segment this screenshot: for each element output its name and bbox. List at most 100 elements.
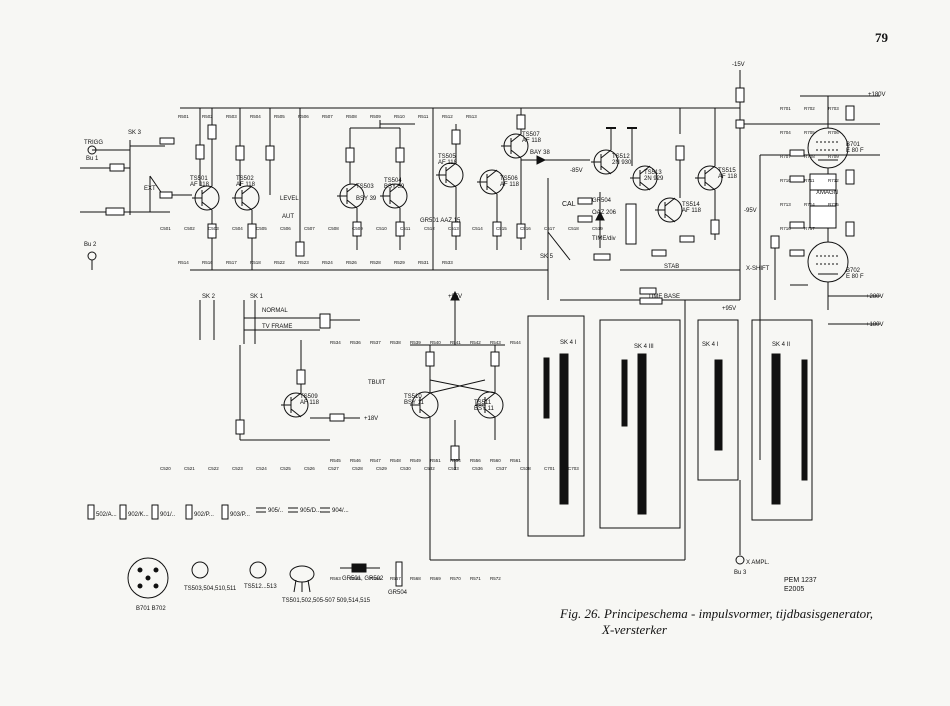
ref-c533: C533 — [448, 466, 459, 471]
drawing-reference: PEM 1237 E2005 — [784, 576, 817, 594]
label-ts506: TS506 — [500, 176, 518, 182]
sk4-wafer-1b[interactable] — [697, 319, 739, 481]
ref-r556: R556 — [470, 458, 481, 463]
label-ts505: TS505 — [438, 154, 456, 160]
label-ts510: TS510 — [404, 394, 422, 400]
svg-text:+180V: +180V — [866, 322, 884, 328]
ref-r526: R526 — [346, 260, 357, 265]
input-section — [80, 137, 192, 270]
x-ampl-connector[interactable] — [735, 555, 745, 565]
sk4-wafer-1[interactable] — [527, 315, 585, 537]
ref-c506: C506 — [280, 226, 291, 231]
ref-r713: R713 — [780, 202, 791, 207]
ref-r704: R704 — [780, 130, 791, 135]
ref-r714: R714 — [804, 202, 815, 207]
ref-r569: R569 — [430, 576, 441, 581]
ref-code-2: E2005 — [784, 586, 805, 593]
ref-c517: C517 — [544, 226, 555, 231]
ref-r516: R516 — [202, 260, 213, 265]
label-sk1: SK 1 — [250, 294, 264, 300]
ref-c514: C514 — [472, 226, 483, 231]
svg-text:905/D...: 905/D... — [300, 508, 321, 514]
ref-r547: R547 — [370, 458, 381, 463]
ref-r522: R522 — [274, 260, 285, 265]
ref-r563: R563 — [330, 576, 341, 581]
ref-c529: C529 — [376, 466, 387, 471]
sk4-switch-wafers — [527, 315, 813, 565]
ref-r708: R708 — [804, 154, 815, 159]
ref-r523: R523 — [298, 260, 309, 265]
ref-r531: R531 — [418, 260, 429, 265]
ref-c520: C520 — [160, 466, 171, 471]
svg-text:AF 118: AF 118 — [682, 208, 702, 214]
label-level: LEVEL — [280, 196, 299, 202]
ref-c523: C523 — [232, 466, 243, 471]
ref-c516: C516 — [520, 226, 531, 231]
ref-c522: C522 — [208, 466, 219, 471]
label-trigg: TRIGG — [84, 140, 103, 146]
ref-r567: R567 — [390, 576, 401, 581]
sk4-wafer-2[interactable] — [751, 319, 813, 521]
ref-r561: R561 — [510, 458, 521, 463]
label-supply-minus85: -85V — [570, 168, 583, 174]
ref-r701: R701 — [780, 106, 791, 111]
ref-r715: R715 — [828, 202, 839, 207]
sk4-wafer-3[interactable] — [599, 319, 681, 529]
label-b702: B702 — [846, 268, 861, 274]
label-bay38: BAY 38 — [530, 150, 550, 156]
ref-c521: C521 — [184, 466, 195, 471]
svg-text:AF 118: AF 118 — [236, 182, 256, 188]
ref-r703: R703 — [828, 106, 839, 111]
svg-text:2N 930: 2N 930 — [612, 160, 632, 166]
svg-text:502/A...: 502/A... — [96, 512, 117, 518]
ref-r509: R509 — [370, 114, 381, 119]
flat-transistor-footprint — [289, 565, 315, 583]
x-amplifier — [759, 96, 880, 460]
ref-c701: C701 — [544, 466, 555, 471]
ref-r716: R716 — [780, 226, 791, 231]
ref-c515: C515 — [496, 226, 507, 231]
ref-c527: C527 — [328, 466, 339, 471]
label-gr504: GR504 — [592, 198, 612, 204]
label-time-base: TIME BASE — [648, 294, 680, 300]
ref-c703: C703 — [568, 466, 579, 471]
small-transistor-footprint — [249, 561, 267, 579]
svg-text:903/P...: 903/P... — [230, 512, 250, 518]
label-ext: EXT — [144, 186, 156, 192]
label-ts502: TS502 — [236, 176, 254, 182]
ref-c524: C524 — [256, 466, 267, 471]
label-sk4-i-a: SK 4 I — [560, 340, 577, 346]
ref-c538: C538 — [520, 466, 531, 471]
ref-r702: R702 — [804, 106, 815, 111]
bu2-connector[interactable] — [87, 251, 97, 261]
ref-r511: R511 — [418, 114, 429, 119]
label-stab: STAB — [664, 264, 679, 270]
ref-c507: C507 — [304, 226, 315, 231]
label-ts512: TS512 — [612, 154, 630, 160]
ref-r537: R537 — [370, 340, 381, 345]
symbol-legend — [87, 504, 330, 520]
svg-text:B701 B702: B701 B702 — [136, 606, 166, 612]
svg-text:BSY 39: BSY 39 — [384, 184, 405, 190]
figure-caption: Fig. 26. Principeschema - impulsvormer, … — [560, 606, 920, 638]
ref-c504: C504 — [232, 226, 243, 231]
label-xmagn: XMAGN — [816, 190, 838, 196]
label-supply-minus15: -15V — [732, 62, 745, 68]
caption-line-2: X-versterker — [602, 622, 667, 637]
ref-r566: R566 — [370, 576, 381, 581]
tube-b702 — [807, 241, 849, 283]
ref-r712: R712 — [828, 178, 839, 183]
ref-r539: R539 — [410, 340, 421, 345]
ref-r568: R568 — [410, 576, 421, 581]
sk5-switch[interactable] — [547, 231, 571, 261]
ref-r710: R710 — [780, 178, 791, 183]
ref-r512: R512 — [442, 114, 453, 119]
ref-r706: R706 — [828, 130, 839, 135]
label-ts515: TS515 — [718, 168, 736, 174]
ref-c513: C513 — [448, 226, 459, 231]
ref-c526: C526 — [304, 466, 315, 471]
label-ts504: TS504 — [384, 178, 402, 184]
diode-gr504-footprint — [395, 561, 403, 587]
